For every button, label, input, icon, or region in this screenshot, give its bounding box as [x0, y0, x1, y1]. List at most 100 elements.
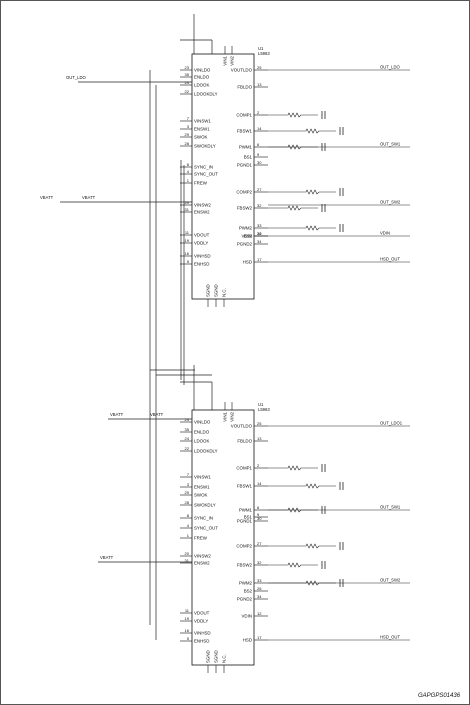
right-pin-name: FBSW1	[237, 129, 253, 134]
left-pin-number: 11	[185, 608, 190, 613]
right-pin-number: 27	[257, 541, 262, 546]
left-pin-name: SWOK	[194, 493, 207, 498]
left-pin-number: 11	[185, 230, 190, 235]
left-pin-number: 31	[185, 558, 190, 563]
right-pin-name: VOUTLDO	[231, 424, 253, 429]
top-pin-label: VIN2	[230, 55, 235, 65]
input-net-label: VBATT	[100, 555, 114, 560]
right-pin-number: 17	[257, 257, 262, 262]
left-pin-number: 3	[187, 124, 190, 129]
right-pin-name: HSD	[243, 260, 252, 265]
right-pin-number: 17	[257, 635, 262, 640]
static-wiring	[60, 14, 213, 640]
chip-body	[191, 409, 255, 666]
right-pin-number: 26	[257, 586, 262, 591]
left-pin-number: 29	[185, 132, 190, 137]
right-pin-name: COMP2	[236, 190, 252, 195]
chip-ref: U1	[258, 402, 264, 407]
right-pin-name: BS2	[244, 234, 253, 239]
right-pin-name: HSD	[243, 638, 252, 643]
left-pin-name: LDOOK	[194, 83, 209, 88]
resistor	[268, 205, 318, 211]
left-pin-name: SWOK	[194, 135, 207, 140]
left-pin-name: ENLDO	[194, 430, 210, 435]
chip-part: L5963	[258, 51, 270, 56]
output-net-label: OUT_SW1	[380, 142, 401, 147]
right-pin-name: PGND2	[237, 242, 253, 247]
left-pin-name: VDOUT	[194, 611, 210, 616]
bottom-pin-label: SGND	[214, 284, 219, 297]
output-net-label: OUT_SW1	[380, 505, 401, 510]
left-pin-number: 8	[187, 162, 190, 167]
right-pin-name: PGND2	[237, 597, 253, 602]
left-pin-number: 23	[185, 417, 190, 422]
left-pin-name: SYNC_OUT	[194, 526, 218, 531]
right-pin-number: 6	[257, 142, 260, 147]
output-net-label: OUT_SW2	[380, 578, 401, 583]
resistor	[268, 112, 318, 118]
right-pin-name: FBLDO	[237, 85, 252, 90]
left-pin-name: LDOOKDLY	[194, 449, 218, 454]
left-pin-number: 29	[185, 490, 190, 495]
right-pin-number: 6	[257, 505, 260, 510]
output-net-label: OUT_SW2	[380, 200, 401, 205]
left-pin-name: VDDLY	[194, 619, 208, 624]
left-pin-number: 7	[187, 472, 190, 477]
left-pin-number: 23	[185, 65, 190, 70]
right-pin-name: BS1	[244, 155, 253, 160]
output-net-label: OUT_LDO	[380, 65, 401, 70]
right-pin-name: PWM1	[239, 145, 253, 150]
right-pin-number: 13	[257, 82, 262, 87]
left-pin-name: FREW	[194, 181, 208, 186]
left-pin-number: 20	[185, 551, 190, 556]
left-pin-name: ENLDO	[194, 75, 210, 80]
right-pin-number: 26	[257, 231, 262, 236]
resistor	[268, 128, 336, 134]
input-net-label: VBATT	[82, 195, 96, 200]
bottom-pin-label: SGND	[214, 650, 219, 663]
right-pin-name: VDIN	[242, 234, 253, 239]
right-pin-number: 30	[257, 516, 262, 521]
right-pin-name: PWM2	[239, 226, 253, 231]
resistor	[268, 507, 318, 513]
left-pin-number: 16	[185, 251, 190, 256]
right-pin-name: BS1	[244, 515, 253, 520]
right-pin-name: PGND1	[237, 163, 253, 168]
left-pin-number: 5	[187, 636, 190, 641]
right-pin-number: 12	[257, 611, 262, 616]
input-net-label: VBATT	[40, 195, 54, 200]
figure-code: GAPGPS01436	[418, 693, 461, 699]
resistor	[268, 543, 336, 549]
resistor	[268, 225, 336, 231]
right-pin-name: FBSW2	[237, 206, 253, 211]
right-pin-name: VOUTLDO	[231, 68, 253, 73]
right-pin-name: FBSW2	[237, 563, 253, 568]
top-pin-label: VIN2	[230, 411, 235, 421]
resistor	[268, 580, 336, 586]
left-pin-name: VINHSD	[194, 254, 211, 259]
left-pin-name: LDOOK	[194, 439, 209, 444]
right-pin-number: 14	[257, 126, 262, 131]
left-pin-number: 19	[185, 238, 190, 243]
left-pin-number: 16	[185, 628, 190, 633]
left-pin-name: VDDLY	[194, 241, 208, 246]
right-pin-name: VDIN	[242, 614, 253, 619]
right-pin-number: 32	[257, 203, 262, 208]
output-net-label: HSD_OUT	[380, 257, 400, 262]
right-pin-number: 2	[257, 110, 260, 115]
bottom-pin-label: N.C.	[222, 288, 227, 297]
left-pin-number: 5	[187, 259, 190, 264]
left-pin-number: 24	[185, 80, 190, 85]
left-pin-number: 4	[187, 169, 190, 174]
right-pin-name: COMP1	[236, 466, 252, 471]
input-net-label: VBATT	[150, 412, 164, 417]
right-pin-name: FBSW1	[237, 484, 253, 489]
left-pin-name: ENSW2	[194, 561, 210, 566]
right-pin-name: COMP2	[236, 544, 252, 549]
right-pin-number: 12	[257, 231, 262, 236]
left-pin-name: LDOOKDLY	[194, 92, 218, 97]
left-pin-number: 31	[185, 207, 190, 212]
right-pin-name: PWM1	[239, 508, 253, 513]
left-pin-number: 1	[187, 533, 190, 538]
